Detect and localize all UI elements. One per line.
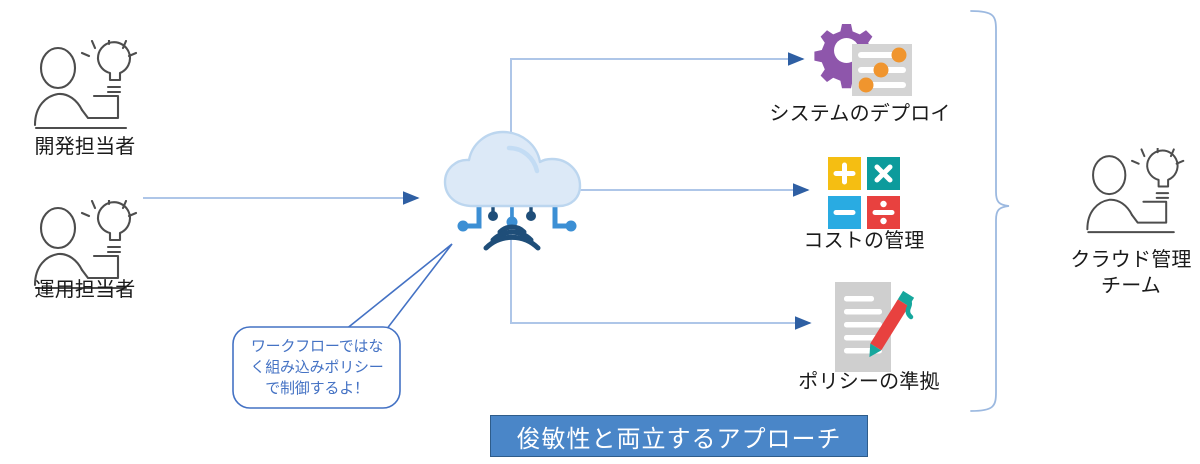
actor-developer[interactable] [22, 34, 142, 140]
callout-line-1: ワークフローではな [250, 338, 384, 355]
person-with-idea-icon [33, 194, 138, 290]
cloud-hub[interactable] [437, 126, 597, 266]
approach-banner: 俊敏性と両立するアプローチ [490, 415, 868, 457]
gear-settings-panel-icon [814, 24, 912, 96]
outcome-policy-label: ポリシーの準拠 [798, 371, 940, 393]
callout-line-2: く組み込みポリシー [250, 359, 384, 376]
actor-operator-label: 運用担当者 [34, 279, 136, 301]
cloud-management-team[interactable] [1075, 143, 1189, 244]
outcome-deploy[interactable] [806, 22, 916, 98]
callout-line-3: で制御するよ！ [265, 380, 369, 397]
outcome-cost[interactable] [828, 157, 900, 229]
outcome-cost-label: コストの管理 [803, 230, 925, 252]
cloud-iot-icon [443, 130, 582, 251]
outcomes-brace [970, 10, 1010, 412]
calculator-operations-icon [828, 157, 900, 229]
person-with-idea-icon [1086, 143, 1185, 234]
document-pen-icon [835, 282, 915, 372]
actor-operator[interactable] [22, 194, 142, 300]
callout-pointer [342, 243, 453, 331]
cloud-management-team-label: クラウド管理 チーム [1070, 249, 1192, 297]
outcome-deploy-label: システムのデプロイ [769, 103, 951, 125]
outcome-policy[interactable] [827, 282, 921, 374]
person-with-idea-icon [33, 34, 138, 130]
actor-developer-label: 開発担当者 [34, 136, 136, 158]
